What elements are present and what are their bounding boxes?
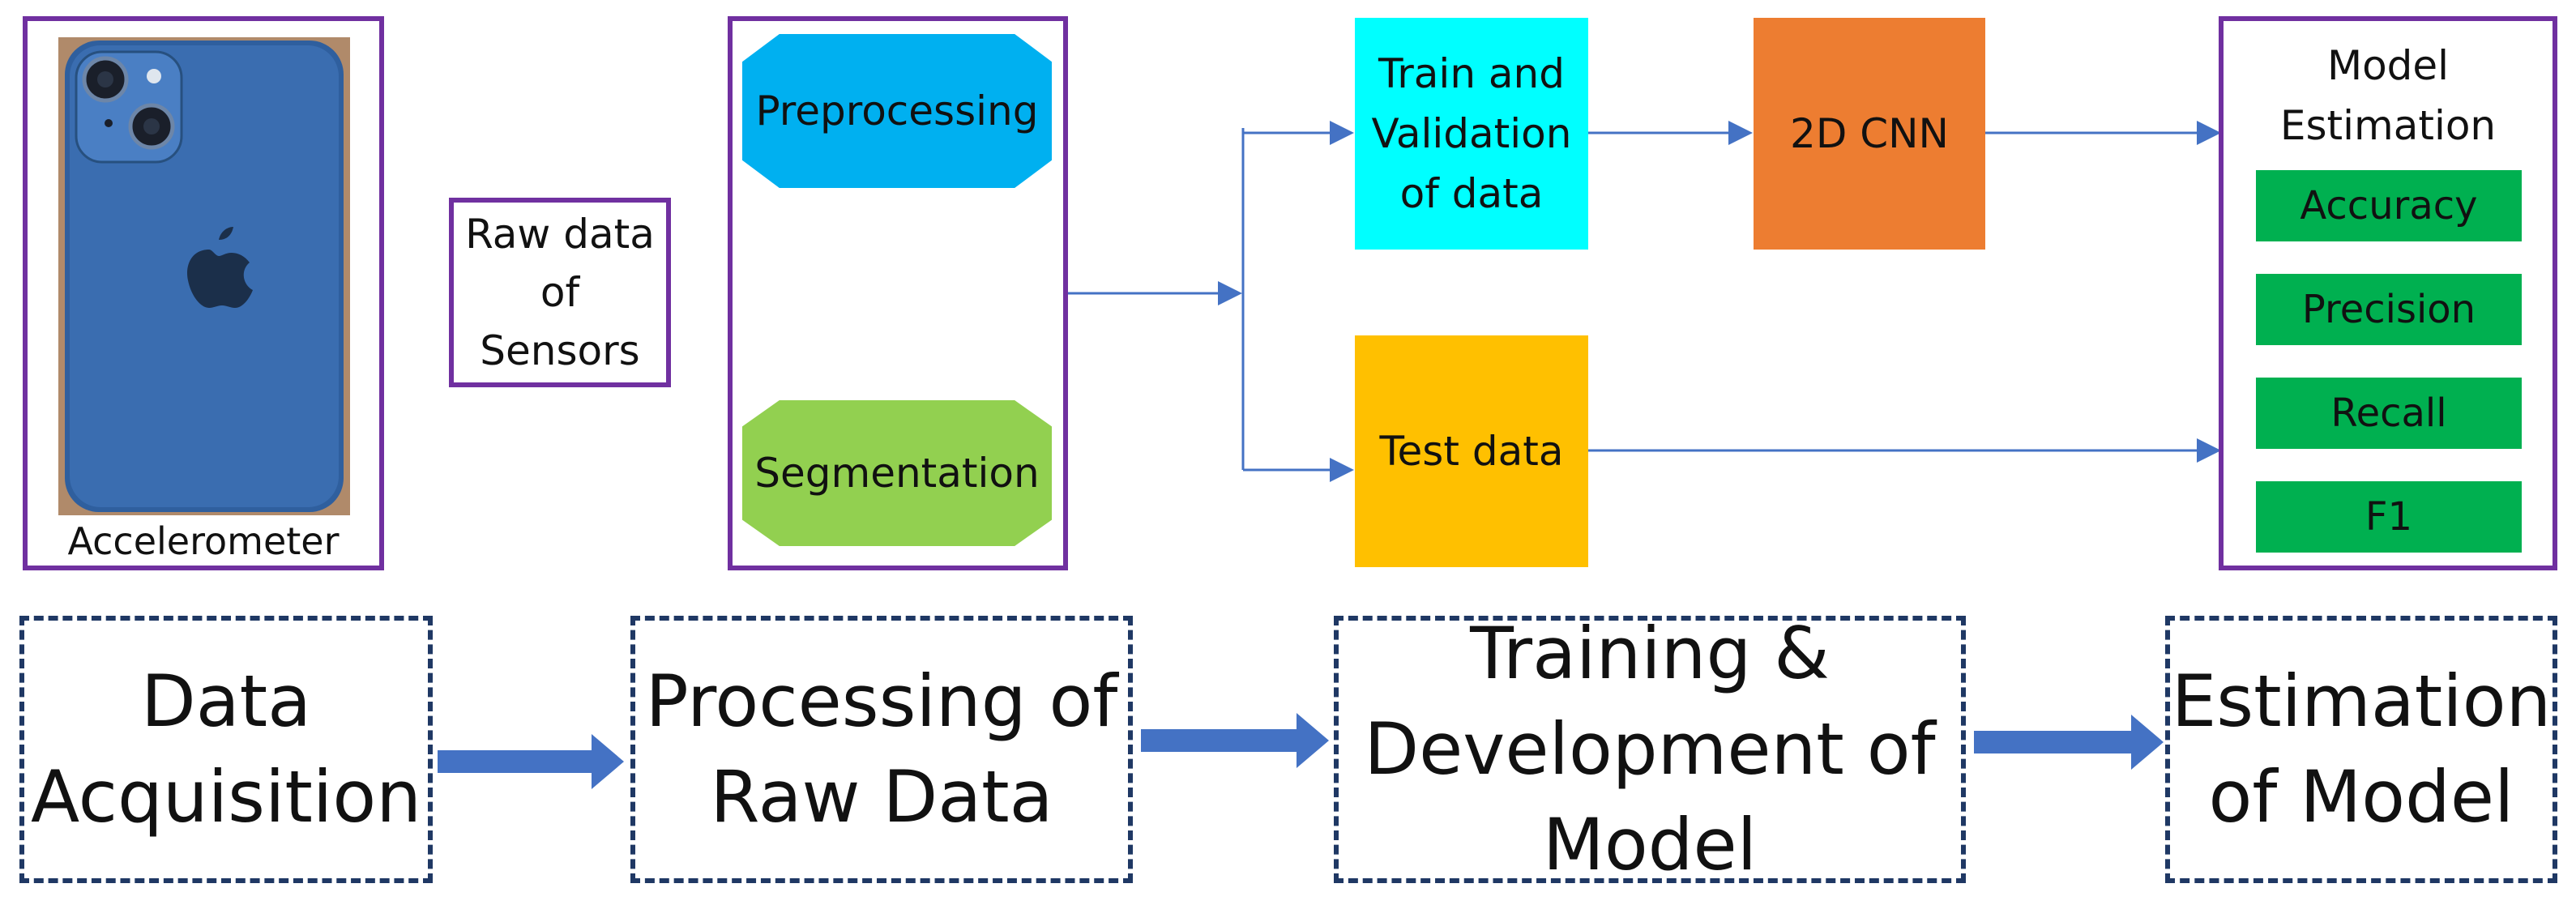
stage-estimation-model: Estimation of Model bbox=[2165, 616, 2557, 883]
stage-processing-raw-data: Processing of Raw Data bbox=[630, 616, 1133, 883]
cnn-box: 2D CNN bbox=[1754, 18, 1985, 250]
arrow-stage3-to-stage4 bbox=[1974, 715, 2164, 770]
stage-data-acquisition-label: Data Acquisition bbox=[31, 660, 421, 839]
stage-estimation-model-label: Estimation of Model bbox=[2171, 660, 2552, 839]
test-data-box: Test data bbox=[1355, 335, 1588, 567]
stage-training-development: Training & Development of Model bbox=[1334, 612, 1966, 886]
stage-processing-raw-data-label: Processing of Raw Data bbox=[645, 660, 1118, 839]
model-estimation-title: Model Estimation bbox=[2279, 42, 2497, 149]
train-validation-box: Train and Validation of data bbox=[1355, 18, 1588, 250]
accelerometer-panel: Accelerometer bbox=[23, 16, 384, 570]
model-estimation-panel: Model Estimation Accuracy Precision Reca… bbox=[2219, 16, 2557, 570]
metric-accuracy: Accuracy bbox=[2256, 170, 2522, 241]
metric-precision: Precision bbox=[2256, 274, 2522, 345]
raw-data-label: Raw data of Sensors bbox=[465, 211, 655, 374]
smartphone-image bbox=[58, 37, 350, 515]
segmentation-label: Segmentation bbox=[754, 450, 1040, 497]
metric-f1: F1 bbox=[2256, 481, 2522, 553]
cnn-label: 2D CNN bbox=[1790, 110, 1949, 157]
preprocessing-label: Preprocessing bbox=[755, 88, 1039, 134]
preprocessing-box: Preprocessing bbox=[742, 34, 1052, 188]
train-validation-label: Train and Validation of data bbox=[1371, 50, 1572, 217]
arrow-stage2-to-stage3 bbox=[1141, 713, 1329, 768]
raw-data-box: Raw data of Sensors bbox=[449, 198, 671, 387]
metric-recall: Recall bbox=[2256, 378, 2522, 449]
segmentation-box: Segmentation bbox=[742, 400, 1052, 546]
arrow-stage1-to-stage2 bbox=[438, 734, 624, 789]
stage-data-acquisition: Data Acquisition bbox=[19, 616, 433, 883]
stage-training-development-label: Training & Development of Model bbox=[1364, 612, 1936, 886]
test-data-label: Test data bbox=[1379, 428, 1564, 475]
accelerometer-caption: Accelerometer bbox=[67, 519, 340, 563]
